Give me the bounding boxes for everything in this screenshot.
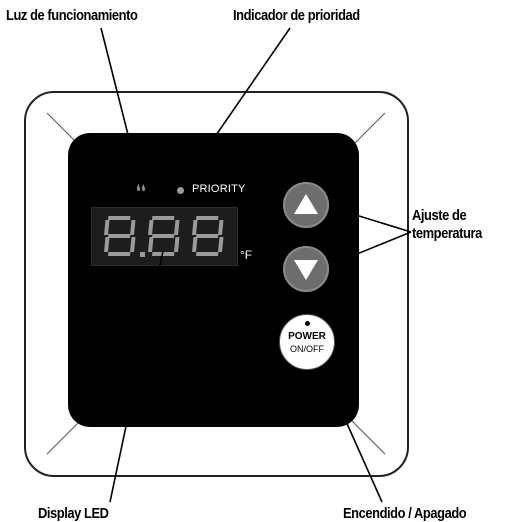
flame-icon <box>136 184 146 192</box>
led-segment <box>196 252 219 256</box>
led-segment <box>108 252 131 256</box>
temp-up-button[interactable] <box>283 182 329 228</box>
priority-led-icon <box>177 187 184 194</box>
led-segment <box>148 237 154 252</box>
led-segment <box>218 220 224 235</box>
led-decimal-point <box>140 252 145 257</box>
led-segment <box>196 216 219 220</box>
callout-operation-light: Luz de funcionamiento <box>6 7 138 24</box>
power-button-label: POWER <box>288 331 326 342</box>
led-segment <box>104 237 110 252</box>
callout-led-display: Display LED <box>38 505 109 522</box>
callout-temperature-line1: Ajuste de <box>412 207 467 224</box>
led-segment <box>174 220 180 235</box>
led-segment <box>108 216 131 220</box>
temp-down-button[interactable] <box>283 246 329 292</box>
priority-label: PRIORITY <box>192 183 246 195</box>
led-digits <box>104 216 224 257</box>
callout-temperature-adjust: Ajuste de temperatura <box>412 207 482 243</box>
led-segment <box>130 237 136 252</box>
led-segment <box>104 220 110 235</box>
unit-label: °F <box>240 248 253 262</box>
led-segment <box>174 237 180 252</box>
callout-priority-indicator: Indicador de prioridad <box>233 7 360 24</box>
led-digit <box>192 216 224 256</box>
callout-temperature-line2: temperatura <box>412 225 482 242</box>
led-segment <box>152 216 175 220</box>
led-digit <box>104 216 136 256</box>
led-segment <box>152 252 175 256</box>
led-segment <box>218 237 224 252</box>
led-segment <box>196 234 219 238</box>
power-indicator-dot <box>305 321 310 326</box>
led-segment <box>152 234 175 238</box>
led-segment <box>148 220 154 235</box>
led-segment <box>192 237 198 252</box>
power-button-sublabel: ON/OFF <box>290 344 324 354</box>
led-segment <box>130 220 136 235</box>
led-display <box>91 207 238 266</box>
callout-power: Encendido / Apagado <box>343 505 467 522</box>
arrow-down-icon <box>294 260 318 280</box>
power-button[interactable]: POWER ON/OFF <box>279 314 335 370</box>
led-segment <box>108 234 131 238</box>
arrow-up-icon <box>294 194 318 214</box>
led-segment <box>192 220 198 235</box>
led-digit <box>148 216 180 256</box>
